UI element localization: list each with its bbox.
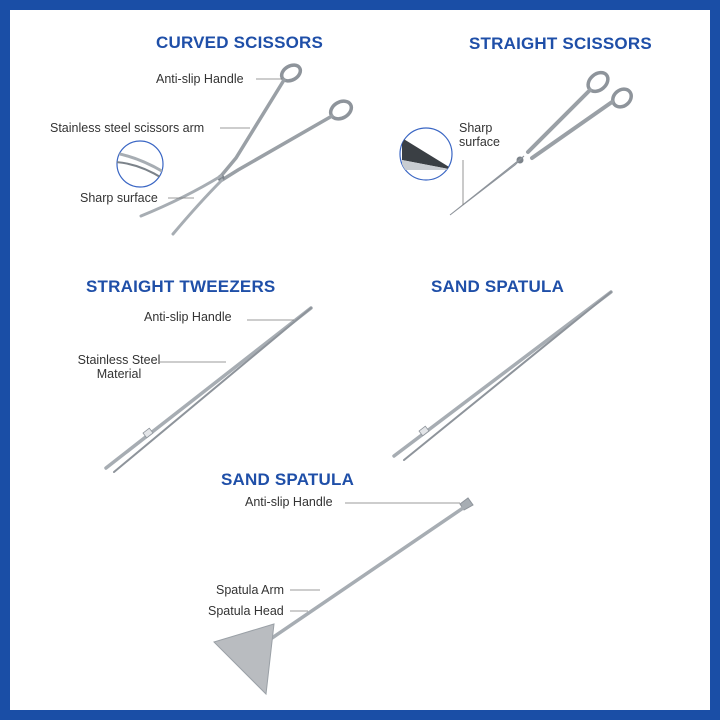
label-straight-sharp: Sharp	[459, 121, 493, 135]
curved-scissors-detail-zoom	[116, 140, 164, 188]
label-curved-anti-slip-handle: Anti-slip Handle	[156, 72, 244, 86]
straight-scissors-ring-lower	[611, 87, 633, 109]
tweezers-arm-lower	[113, 307, 312, 473]
label-spatula-anti-slip-handle: Anti-slip Handle	[245, 495, 333, 509]
straight-scissors-detail-zoom	[399, 127, 453, 181]
title-straight-scissors: STRAIGHT SCISSORS	[469, 34, 652, 53]
curved-scissors-ring-upper	[279, 63, 303, 83]
sand-spatula-tool-top	[392, 290, 613, 461]
curved-scissors-blade-upper	[139, 174, 223, 218]
label-curved-scissors-arm: Stainless steel scissors arm	[50, 121, 205, 135]
straight-scissors	[399, 70, 633, 216]
label-straight-surface: surface	[459, 135, 500, 149]
label-tweezers-anti-slip-handle: Anti-slip Handle	[144, 310, 232, 324]
label-tweezers-material: Material	[96, 367, 142, 381]
tweezers-arm-upper	[104, 306, 313, 470]
curved-scissors	[116, 63, 354, 236]
label-tweezers-stainless-steel: Stainless Steel	[77, 353, 161, 367]
title-sand-spatula-top: SAND SPATULA	[431, 277, 565, 296]
curved-scissors-arm-upper	[219, 78, 286, 178]
straight-scissors-arm-lower	[530, 100, 614, 160]
title-straight-tweezers: STRAIGHT TWEEZERS	[86, 277, 276, 296]
curved-scissors-ring-lower	[328, 99, 354, 121]
spatula-head	[213, 623, 275, 696]
title-sand-spatula-bottom: SAND SPATULA	[221, 470, 355, 489]
straight-scissors-arm-upper	[526, 88, 592, 154]
tweezers-grip-band	[142, 427, 154, 439]
straight-scissors-blade	[449, 155, 525, 216]
tools-artwork	[104, 63, 633, 696]
product-panel: CURVED SCISSORS Anti-slip Handle Stainle…	[10, 10, 710, 710]
spatula-top-arm-lower	[403, 291, 612, 461]
label-spatula-head: Spatula Head	[208, 604, 284, 618]
spatula-arm	[270, 504, 468, 640]
curved-scissors-blade-lower	[171, 178, 224, 236]
label-curved-sharp-surface: Sharp surface	[80, 191, 158, 205]
title-curved-scissors: CURVED SCISSORS	[156, 33, 324, 52]
curved-scissors-arm-lower	[220, 114, 334, 182]
straight-tweezers	[104, 306, 313, 473]
label-spatula-arm: Spatula Arm	[216, 583, 285, 597]
spatula-top-arm-upper	[392, 290, 613, 458]
spatula-top-grip-band	[418, 425, 430, 437]
sand-spatula-tool-bottom	[213, 497, 474, 696]
